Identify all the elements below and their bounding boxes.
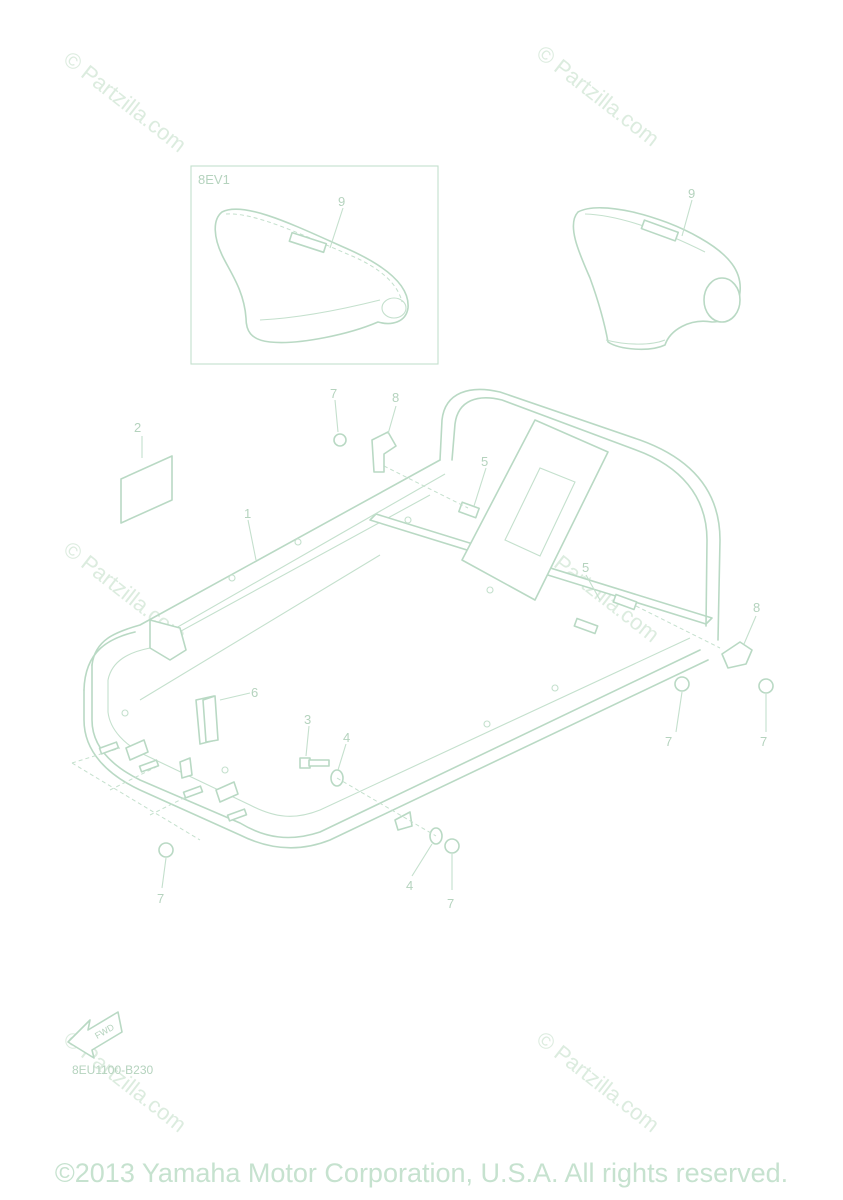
inset-label: 8EV1 [198, 172, 230, 187]
seat-cover-icon [572, 206, 741, 351]
watermark-group: © Partzilla.com © Partzilla.com © Partzi… [59, 40, 664, 1137]
callout-9: 9 [688, 186, 695, 201]
callout-1: 1 [244, 506, 251, 521]
copyright-notice: ©2013 Yamaha Motor Corporation, U.S.A. A… [54, 1158, 789, 1188]
callout-8: 8 [753, 600, 760, 615]
fwd-arrow: FWD [67, 1011, 123, 1059]
seat-cover-inset-icon [214, 208, 409, 344]
callout-5: 5 [481, 454, 488, 469]
callout-5: 5 [582, 560, 589, 575]
leader-lines [141, 199, 767, 890]
callout-4: 4 [343, 730, 350, 745]
callout-7: 7 [157, 891, 164, 906]
callout-4: 4 [406, 878, 413, 893]
frame-assembly [83, 388, 721, 849]
watermark: © Partzilla.com [532, 40, 664, 151]
callout-2: 2 [134, 420, 141, 435]
watermark: © Partzilla.com [532, 1026, 664, 1137]
watermark: © Partzilla.com [59, 46, 191, 157]
callout-7: 7 [447, 896, 454, 911]
callout-7: 7 [665, 734, 672, 749]
callout-3: 3 [304, 712, 311, 727]
label-sticker-icon [120, 455, 173, 524]
hardware [71, 431, 774, 858]
forward-arrow-icon [67, 1011, 123, 1059]
callout-6: 6 [251, 685, 258, 700]
callout-8: 8 [392, 390, 399, 405]
callouts: 1 2 3 4 4 5 5 6 7 7 7 7 7 8 8 9 9 [134, 186, 767, 911]
seat-cover-9 [572, 206, 741, 351]
diagram-code: 8EU1100-B230 [72, 1063, 154, 1077]
inset-box: 8EV1 [190, 165, 439, 365]
callout-7: 7 [760, 734, 767, 749]
callout-7: 7 [330, 386, 337, 401]
callout-9: 9 [338, 194, 345, 209]
